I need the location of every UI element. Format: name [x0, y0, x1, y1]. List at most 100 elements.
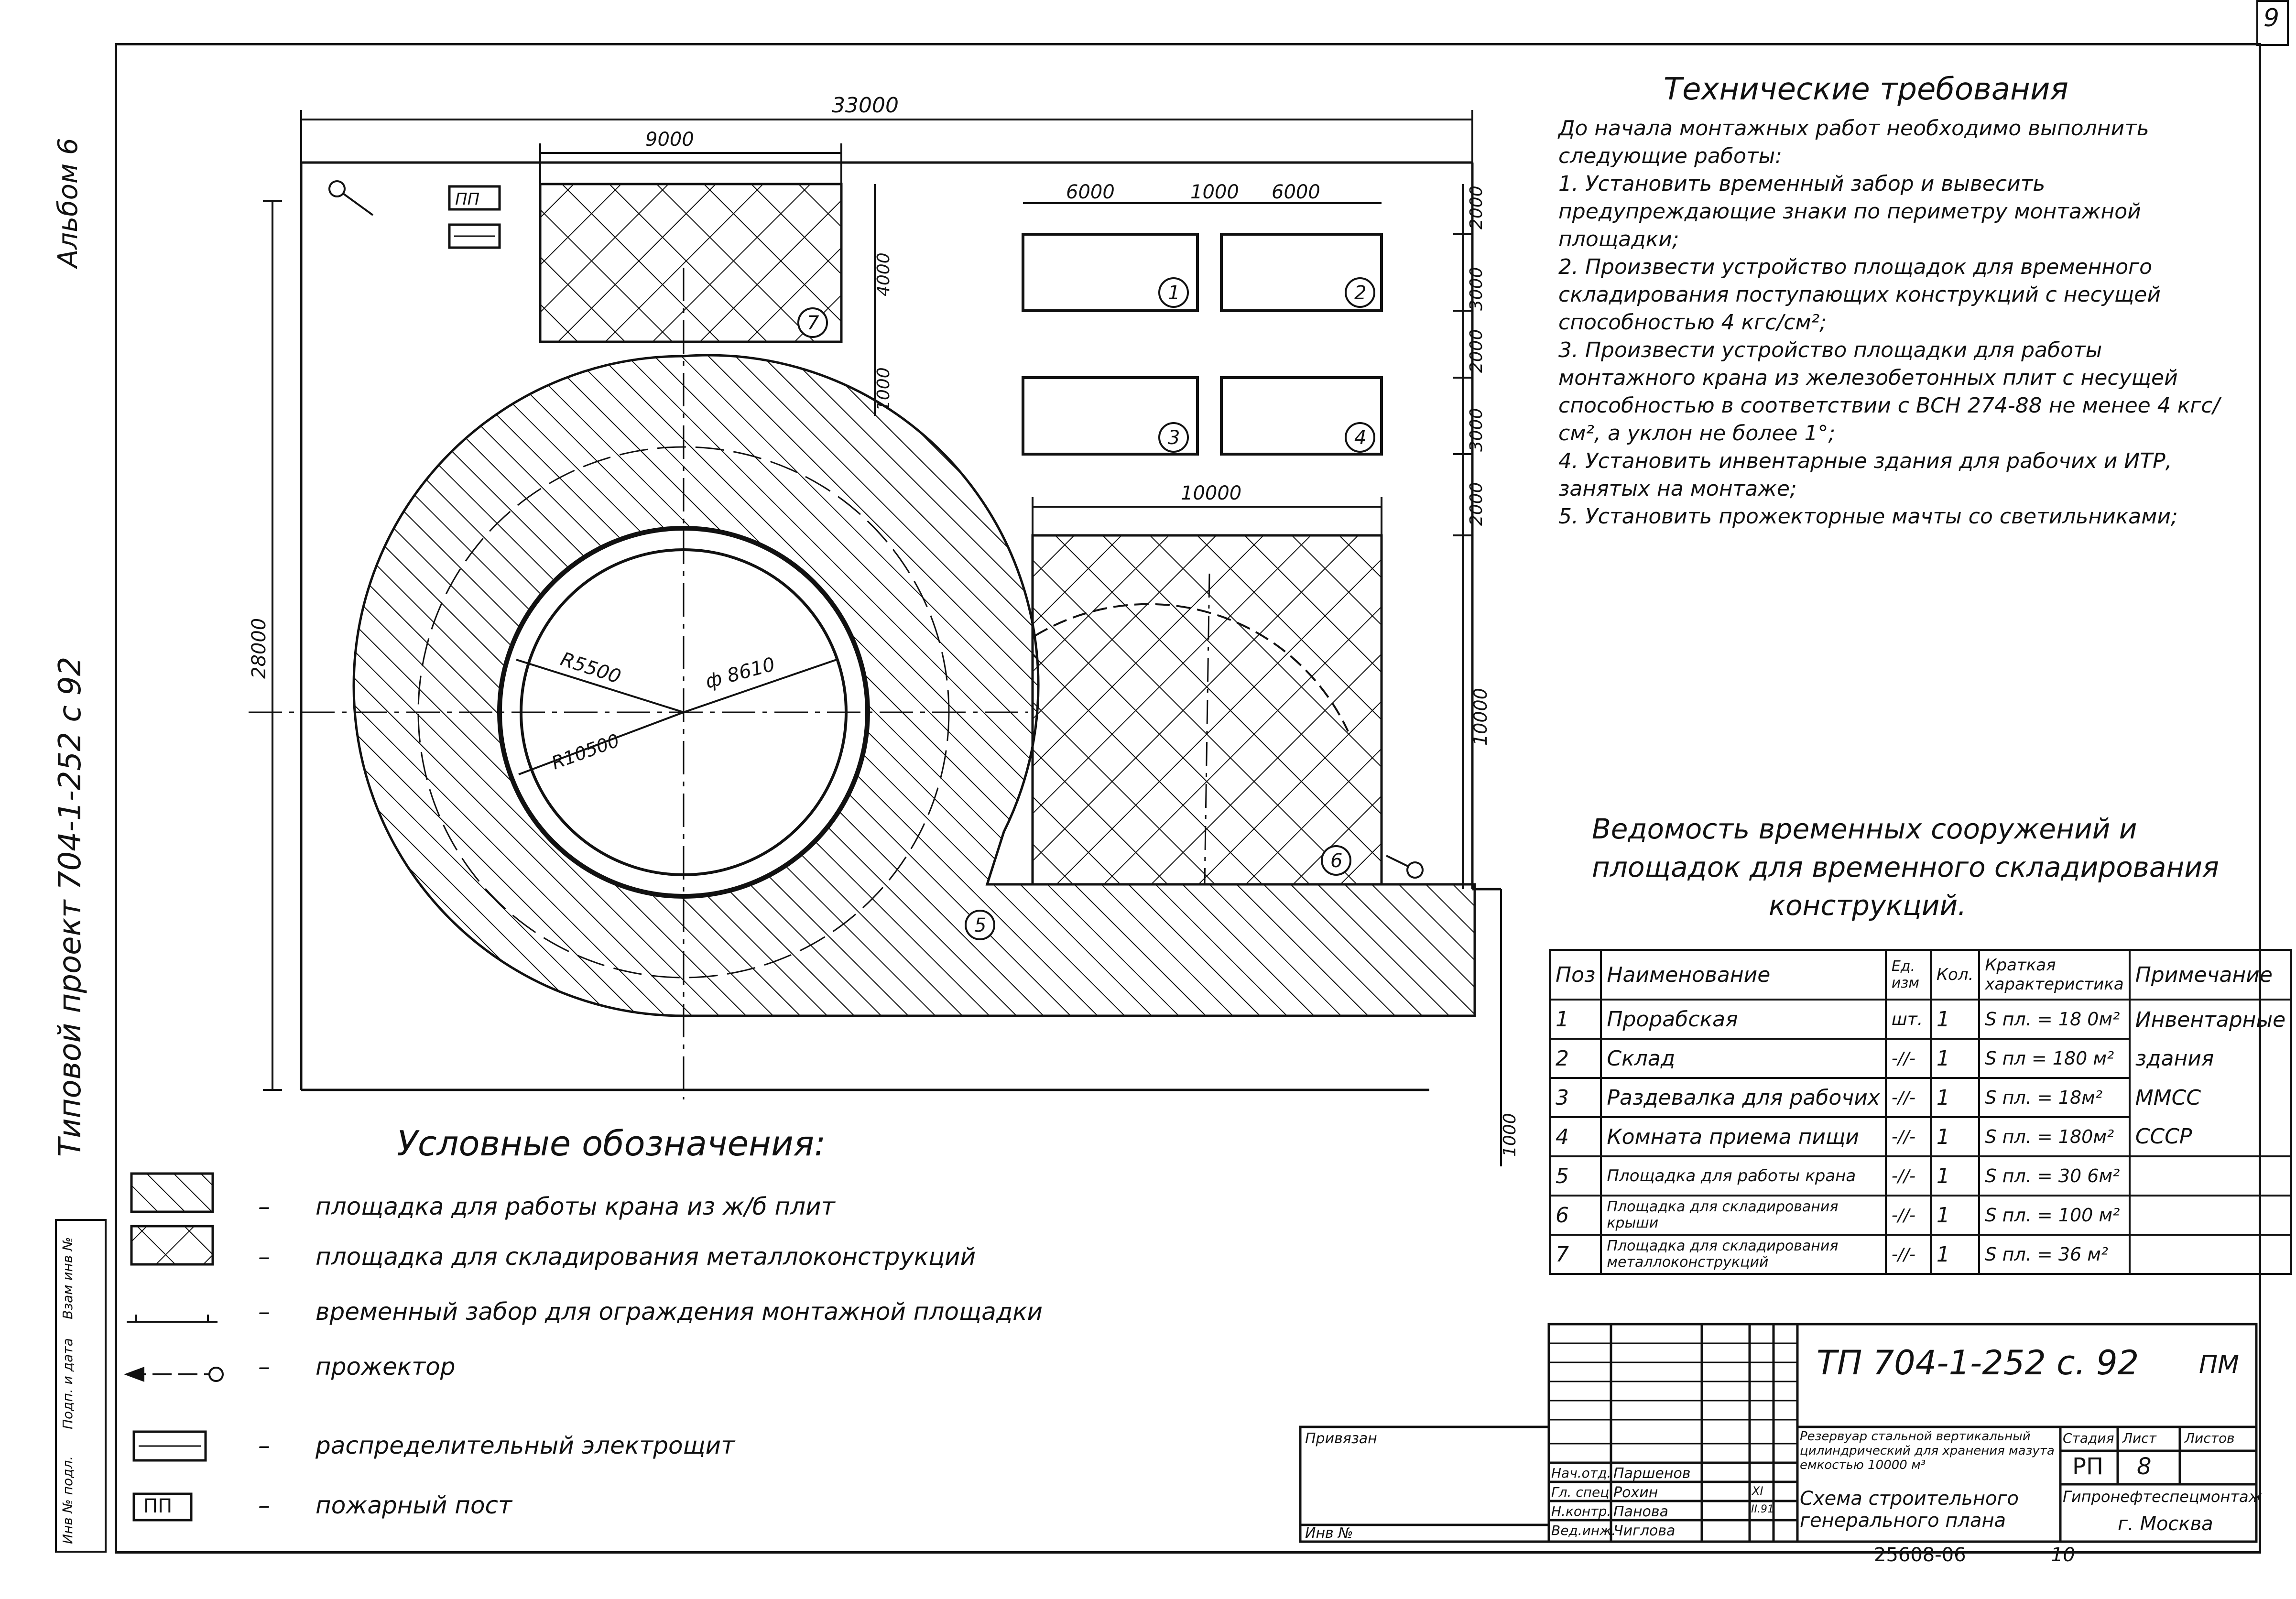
cell-name: Склад: [1600, 1038, 1887, 1079]
titleblock-name-3: Панова: [1613, 1503, 1668, 1520]
marker-7: 7: [807, 312, 819, 334]
legend-symbols: [124, 1172, 224, 1522]
dim-1000: 1000: [1190, 181, 1239, 203]
th-char: Краткая характеристика: [1978, 949, 2131, 1001]
legend-item-storage: площадка для складирования металлоконстр…: [316, 1243, 976, 1271]
legend-fire-post-label: ПП: [143, 1495, 173, 1517]
cell-pos: 7: [1548, 1234, 1602, 1275]
legend-dash-2: –: [258, 1243, 270, 1271]
legend-item-floodlight: прожектор: [316, 1353, 456, 1381]
fire-post-symbol: [448, 185, 501, 211]
document-number: 25608-06: [1874, 1544, 1966, 1566]
document-sheet-number: 10: [2051, 1544, 2075, 1566]
drawing-frame: [115, 43, 2261, 1554]
cell-name: Комната приема пищи: [1600, 1116, 1887, 1157]
titleblock-role-3: Н.контр.: [1551, 1503, 1611, 1519]
cell-qty: 1: [1929, 1077, 1980, 1118]
marker-4: 4: [1354, 427, 1366, 449]
cell-unit: -//-: [1884, 1116, 1932, 1157]
cell-note: [2128, 1234, 2293, 1275]
marker-2: 2: [1354, 282, 1366, 304]
cell-name: Площадка для складирования металлоконстр…: [1600, 1234, 1887, 1275]
table-header-row: Поз Наименование Ед. изм Кол. Краткая ха…: [1548, 949, 2293, 1001]
cell-note: СССР: [2128, 1117, 2293, 1157]
floodlight-symbol-top: [328, 180, 374, 216]
cell-qty: 1: [1929, 1234, 1980, 1275]
dim-4000: 4000: [874, 252, 893, 296]
cell-pos: 3: [1548, 1077, 1602, 1118]
cell-unit: шт.: [1884, 999, 1932, 1040]
legend-symbol-fire-post: [132, 1492, 193, 1522]
dim-28000: 28000: [248, 618, 270, 679]
requirement-line-2: 2. Произвести устройство площадок для вр…: [1558, 255, 2161, 335]
cell-char: S пл. = 100 м²: [1978, 1195, 2131, 1236]
legend-dash-3: –: [258, 1298, 270, 1326]
page-number: 9: [2263, 4, 2280, 33]
cell-note: Инвентарные: [2128, 999, 2293, 1039]
cell-qty: 1: [1929, 1155, 1980, 1197]
table-title-2: площадок для временного складирования: [1592, 851, 2219, 883]
titleblock-sheet-mark: ПМ: [2199, 1350, 2239, 1379]
legend-title: Условные обозначения:: [397, 1123, 826, 1164]
floodlight-symbol-bottom: [1386, 855, 1424, 879]
cell-name: Прорабская: [1600, 999, 1887, 1040]
titleblock-sheet-header: Лист: [2122, 1430, 2156, 1446]
table-row: 3 Раздевалка для рабочих -//- 1 S пл. = …: [1548, 1077, 2293, 1118]
table-row: 4 Комната приема пищи -//- 1 S пл. = 180…: [1548, 1116, 2293, 1157]
cell-note: здания: [2128, 1039, 2293, 1078]
dim-9000: 9000: [645, 129, 694, 151]
requirement-line-4: 4. Установить инвентарные здания для раб…: [1558, 449, 2172, 501]
dim-3000-b: 3000: [1467, 408, 1486, 452]
titleblock-name-4: Чиглова: [1613, 1523, 1676, 1539]
cell-pos: 1: [1548, 999, 1602, 1040]
dim-10000-v: 10000: [1470, 688, 1491, 746]
table-title-3: конструкций.: [1769, 889, 1967, 922]
cell-pos: 2: [1548, 1038, 1602, 1079]
table-row: 7 Площадка для складирования металлоконс…: [1548, 1234, 2293, 1275]
titleblock-role-1: Нач.отд.: [1551, 1465, 1611, 1481]
titleblock-sheets-header: Листов: [2185, 1430, 2235, 1446]
cell-note: [2128, 1195, 2293, 1236]
titleblock-sheet-title: Схема строительного генерального плана: [1800, 1488, 2019, 1532]
cell-char: S пл. = 18м²: [1978, 1077, 2131, 1118]
legend-dash-1: –: [258, 1193, 270, 1220]
cell-qty: 1: [1929, 999, 1980, 1040]
marker-3: 3: [1168, 427, 1180, 449]
titleblock-name-2: Рохин: [1613, 1484, 1658, 1501]
cell-qty: 1: [1929, 1195, 1980, 1236]
legend-item-fire-post: пожарный пост: [316, 1491, 512, 1519]
marker-6: 6: [1330, 850, 1342, 872]
table-row: 5 Площадка для работы крана -//- 1 S пл.…: [1548, 1155, 2293, 1197]
legend-dash-5: –: [258, 1432, 270, 1459]
th-unit: Ед. изм: [1884, 949, 1932, 1001]
cell-char: S пл. = 18 0м²: [1978, 999, 2131, 1040]
cell-unit: -//-: [1884, 1195, 1932, 1236]
cell-pos: 5: [1548, 1155, 1602, 1197]
legend-symbol-storage: [130, 1225, 214, 1266]
center-axes: [249, 268, 1028, 1099]
structures-table: Поз Наименование Ед. изм Кол. Краткая ха…: [1548, 949, 2293, 1275]
dim-2000-c: 2000: [1467, 482, 1486, 526]
cell-unit: -//-: [1884, 1077, 1932, 1118]
titleblock-sheet: 8: [2137, 1453, 2152, 1480]
legend-dash-4: –: [258, 1353, 270, 1381]
requirement-line-1: 1. Установить временный забор и вывесить…: [1558, 172, 2141, 251]
titleblock-city: г. Москва: [2118, 1513, 2213, 1535]
cell-char: S пл. = 30 6м²: [1978, 1155, 2131, 1197]
th-pos: Поз: [1548, 949, 1602, 1001]
dim-2000-a: 2000: [1467, 185, 1486, 229]
legend-symbol-floodlight: [124, 1367, 224, 1382]
dim-6000-b: 6000: [1272, 181, 1320, 203]
titleblock-date-2: II.91: [1751, 1503, 1774, 1515]
dim-10000-top: 10000: [1181, 482, 1241, 504]
cell-qty: 1: [1929, 1038, 1980, 1079]
dim-6000-a: 6000: [1066, 181, 1115, 203]
cell-char: S пл. = 180м²: [1978, 1116, 2131, 1157]
plan-fire-post-label: ПП: [455, 190, 479, 209]
table-row: 1 Прорабская шт. 1 S пл. = 18 0м² Инвент…: [1548, 999, 2293, 1040]
th-qty: Кол.: [1929, 949, 1980, 1001]
requirement-line-3: 3. Произвести устройство площадки для ра…: [1558, 338, 2220, 446]
dim-1000-v: 1000: [874, 367, 893, 411]
